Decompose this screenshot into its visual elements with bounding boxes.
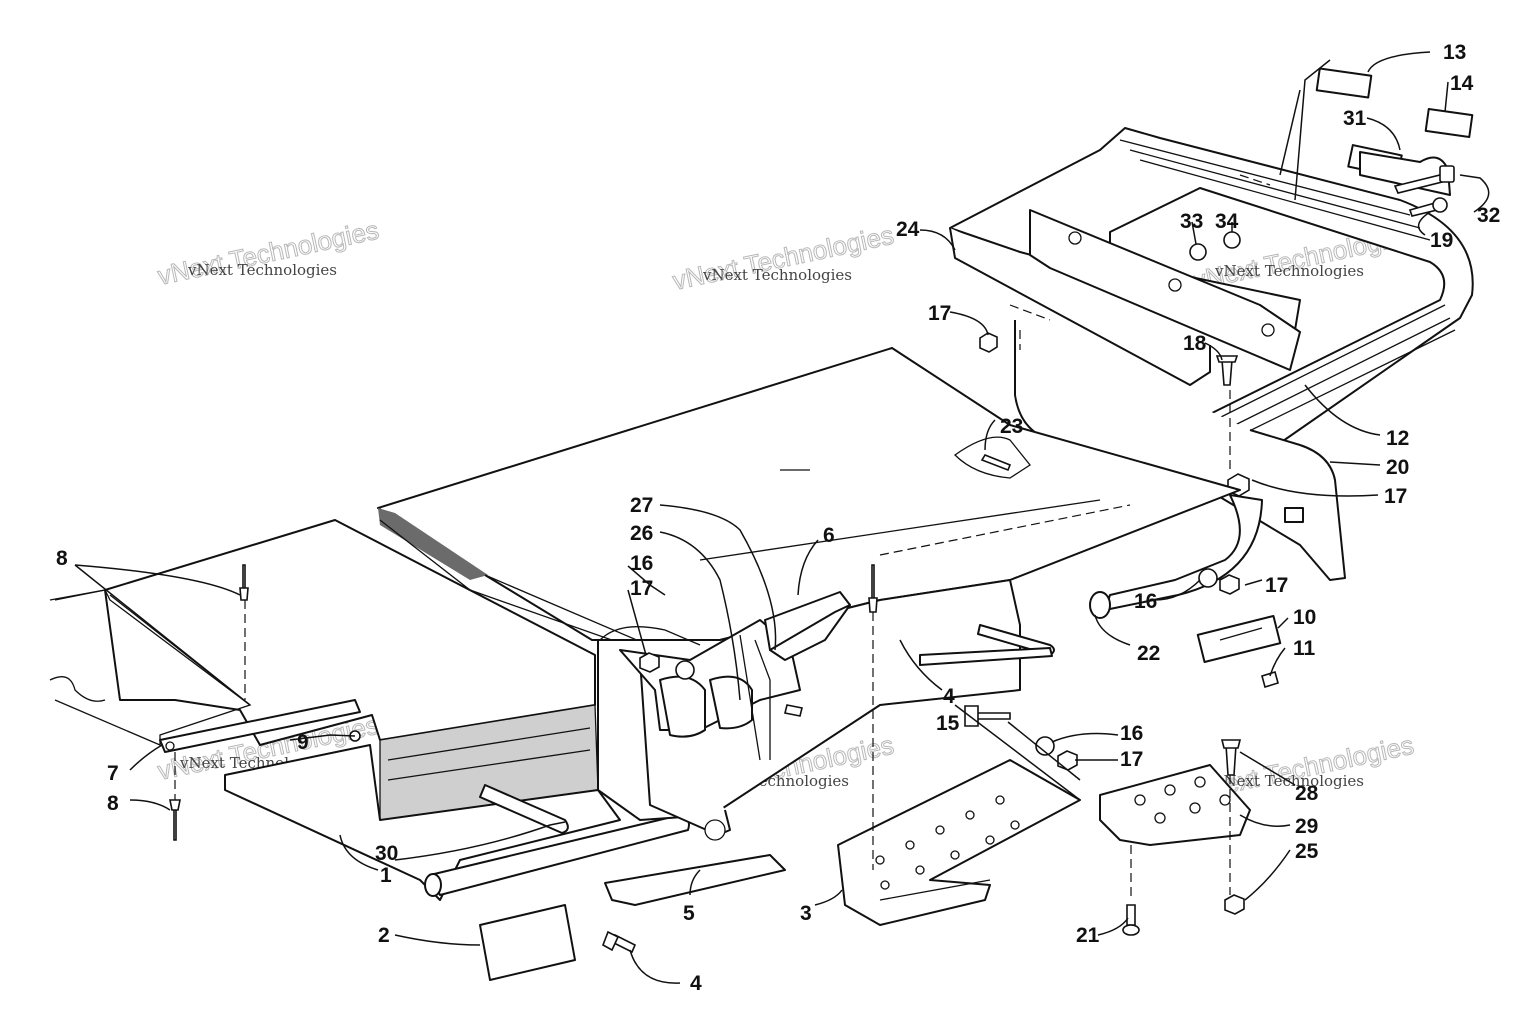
callout-2: 2: [378, 924, 390, 947]
watermark-subtext: vNext Technologies: [187, 261, 337, 279]
leader-lines: [74, 51, 1490, 984]
watermark-2: vNext Technologies vNext Technologies: [670, 219, 897, 296]
bolt-18: [1221, 359, 1233, 386]
callout-32: 32: [1477, 204, 1500, 227]
decal-14: [1424, 108, 1474, 138]
rivet-8-lower: [169, 799, 181, 841]
callout-17-hinge: 17: [630, 577, 653, 600]
washer-16-right: [1198, 568, 1218, 588]
nut-33: [1189, 243, 1207, 261]
callout-27: 27: [630, 494, 653, 517]
callout-21: 21: [1076, 924, 1100, 947]
callout-30: 30: [375, 842, 398, 865]
decal-13: [1315, 67, 1373, 99]
watermark-subtext: vNext Technologies: [1214, 262, 1364, 280]
callout-16-center: 16: [1120, 722, 1143, 745]
bolt-23: [953, 436, 1031, 479]
nut-17-right: [1219, 574, 1240, 595]
callout-17-upper: 17: [928, 302, 951, 325]
callout-23: 23: [1000, 415, 1023, 438]
tunnel-deck: [377, 347, 1241, 651]
callout-17-bumper: 17: [1384, 485, 1407, 508]
callout-4-upper: 4: [943, 685, 955, 708]
running-board-bracket-3: [837, 759, 1081, 926]
bolt-21: [1126, 904, 1136, 926]
callout-20: 20: [1386, 456, 1409, 479]
skid-plate-5: [604, 854, 786, 906]
callout-16-hinge: 16: [630, 552, 653, 575]
callout-16-right: 16: [1134, 590, 1157, 613]
decal-10: [1196, 614, 1282, 664]
callout-17-right: 17: [1265, 574, 1288, 597]
callout-29: 29: [1295, 815, 1318, 838]
washer-16-center: [1035, 736, 1055, 756]
rear-bumper-assembly: [949, 127, 1474, 451]
nut-25: [1224, 894, 1245, 915]
callout-5: 5: [683, 902, 695, 925]
callout-13: 13: [1443, 41, 1466, 64]
hinge-bracket: [599, 619, 801, 761]
callout-11: 11: [1293, 637, 1316, 660]
nut-34: [1223, 231, 1241, 249]
nut-17-center: [1057, 750, 1078, 771]
callout-24: 24: [896, 218, 920, 241]
rear-flap-plate: [1014, 320, 1346, 581]
rivet-center-pin: [868, 564, 878, 613]
watermark-text: vNext Technologies: [670, 220, 896, 296]
nut-17-upper: [979, 332, 998, 353]
callout-28: 28: [1295, 782, 1319, 805]
callout-31: 31: [1343, 107, 1367, 130]
callout-19: 19: [1430, 229, 1453, 252]
callout-9: 9: [297, 731, 309, 754]
rivet-8-upper: [239, 564, 249, 601]
callout-22: 22: [1137, 642, 1160, 665]
callout-numbers: 13 14 31 32 19 24 33 34 17 18 23 12 20 1…: [56, 41, 1500, 995]
callout-12: 12: [1386, 427, 1409, 450]
callout-15: 15: [936, 712, 960, 735]
callout-25: 25: [1295, 840, 1319, 863]
watermark-1: vNext Technologies vNext Technologies: [155, 214, 382, 291]
callout-26: 26: [630, 522, 653, 545]
callout-8-lower: 8: [107, 792, 119, 815]
watermark-subtext: vNext Technologies: [702, 266, 852, 284]
callout-33: 33: [1180, 210, 1203, 233]
nut-17-hinge: [639, 652, 660, 673]
decal-2: [479, 904, 576, 981]
callout-17-center: 17: [1120, 748, 1143, 771]
bolt-28: [1225, 744, 1237, 776]
callout-18: 18: [1183, 332, 1207, 355]
shock-arm-6-lower: [769, 604, 851, 661]
bolt-15: [974, 712, 1011, 720]
bar-7: [159, 699, 361, 753]
washer-16-hinge: [675, 660, 695, 680]
callout-10: 10: [1293, 606, 1316, 629]
callout-8-upper: 8: [56, 547, 68, 570]
watermark-text: vNext Technologies: [155, 215, 381, 291]
callout-34: 34: [1215, 210, 1239, 233]
callout-14: 14: [1450, 72, 1474, 95]
assembly-axes: [174, 174, 1271, 900]
callout-6: 6: [823, 524, 835, 547]
callout-4-lower: 4: [690, 972, 702, 995]
bolt-4-upper: [784, 704, 803, 717]
foot-step-29: [1099, 764, 1251, 846]
callout-7: 7: [107, 762, 119, 785]
axle-rod-long: [919, 647, 1053, 666]
callout-1: 1: [380, 864, 392, 887]
bracket-holes: [875, 795, 1020, 890]
callout-3: 3: [800, 902, 812, 925]
